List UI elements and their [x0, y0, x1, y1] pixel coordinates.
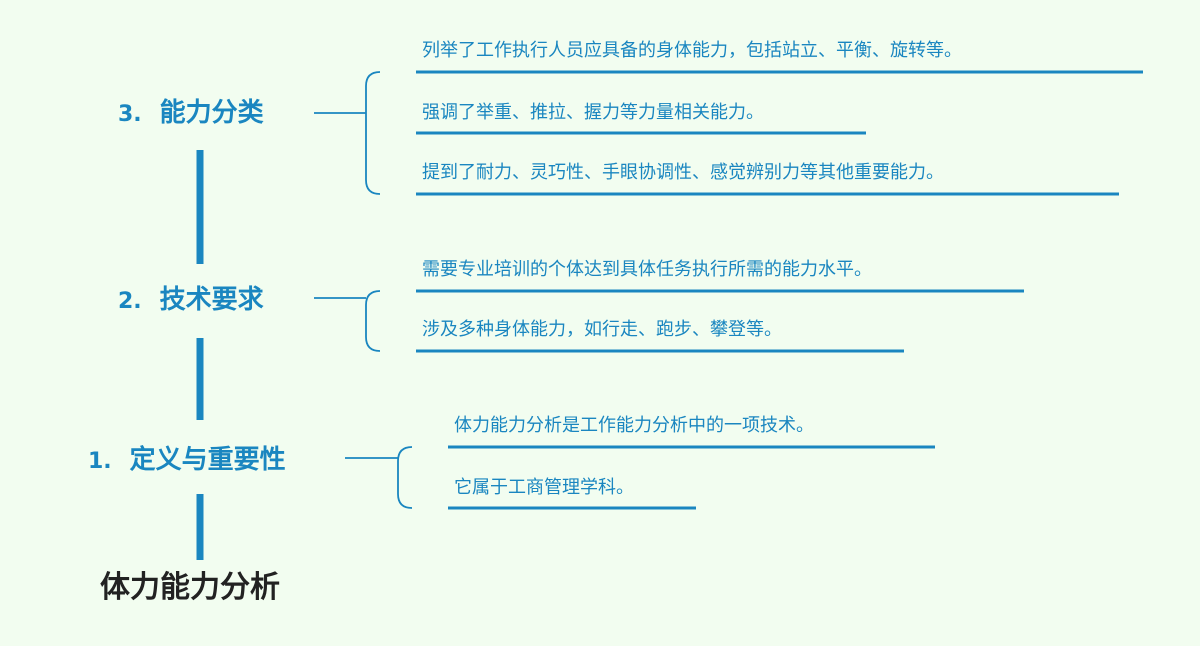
category-ability-classification: 3. 能力分类: [118, 100, 264, 126]
category-technical-requirements: 2. 技术要求: [118, 287, 264, 313]
category-definition-importance: 1. 定义与重要性: [88, 447, 286, 473]
category-number: 1.: [88, 449, 112, 474]
branch-bracket: [365, 71, 381, 195]
category-label: 能力分类: [159, 98, 264, 128]
leaf-item: 提到了耐力、灵巧性、手眼协调性、感觉辨别力等其他重要能力。: [422, 162, 944, 183]
category-number: 3.: [118, 102, 142, 127]
category-number: 2.: [118, 289, 142, 314]
leaf-item: 体力能力分析是工作能力分析中的一项技术。: [454, 415, 814, 436]
branch-bracket: [365, 290, 381, 352]
category-label: 定义与重要性: [129, 445, 286, 475]
leaf-item: 列举了工作执行人员应具备的身体能力，包括站立、平衡、旋转等。: [422, 40, 962, 61]
leaf-item: 涉及多种身体能力，如行走、跑步、攀登等。: [422, 319, 782, 340]
root-title: 体力能力分析: [100, 570, 280, 605]
leaf-item: 强调了举重、推拉、握力等力量相关能力。: [422, 102, 764, 123]
leaf-item: 它属于工商管理学科。: [454, 477, 634, 498]
category-label: 技术要求: [159, 285, 264, 315]
branch-bracket: [397, 446, 413, 509]
leaf-item: 需要专业培训的个体达到具体任务执行所需的能力水平。: [422, 259, 872, 280]
